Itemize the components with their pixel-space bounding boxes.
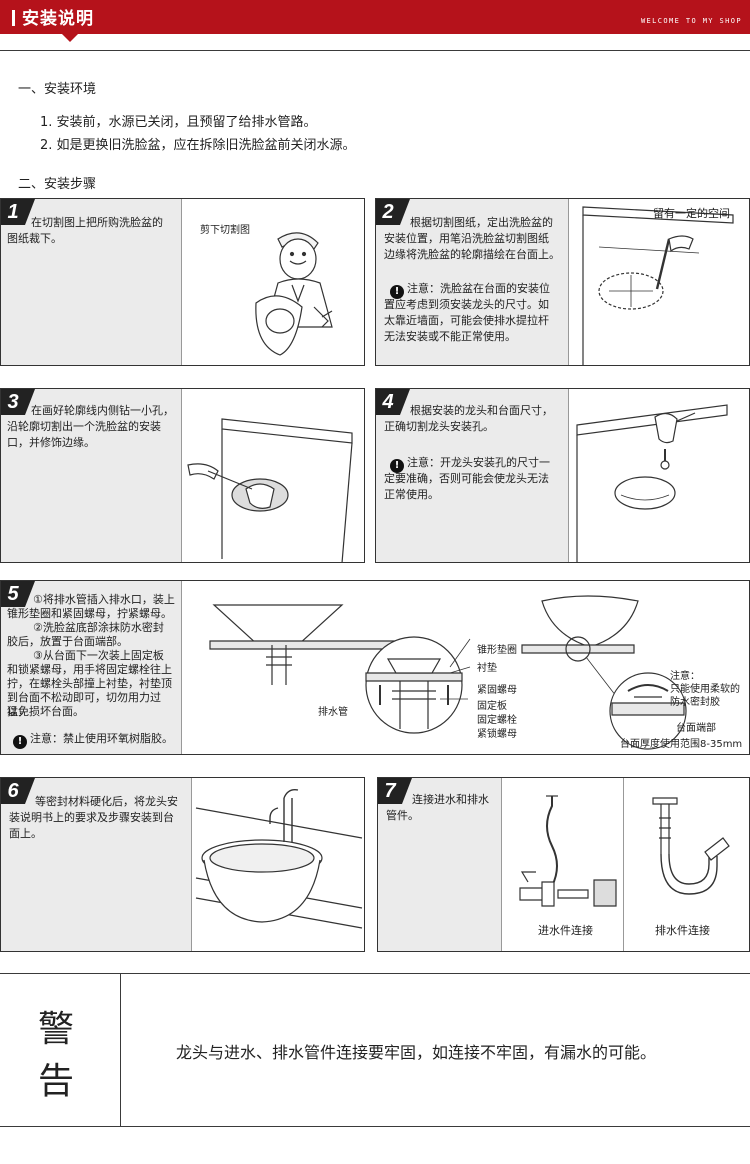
step-7-illustration-outlet: 排水件连接 <box>625 778 749 951</box>
step-2-box: 2 根据切割图纸，定出洗脸盆的 安装位置，用笔沿洗脸盆切割图纸 边缘将洗脸盆的轮… <box>375 198 750 366</box>
page-title: 安装说明 <box>12 4 94 29</box>
step-7-line-1: 连接进水和排水 <box>412 792 489 808</box>
step-6-box: 6 等密封材料硬化后，将龙头安 装说明书上的要求及步骤安装到台 面上。 <box>0 777 365 952</box>
step-7-number: 7 <box>378 778 402 804</box>
warning-bottom-rule <box>0 1126 750 1127</box>
step-5-line-6: 和锁紧螺母，用手将固定螺栓往上 <box>7 663 172 677</box>
label-cone-washer: 锥形垫圈 <box>477 641 517 656</box>
label-liner: 衬垫 <box>477 659 497 674</box>
label-fasten-nut: 紧固螺母 <box>477 681 517 696</box>
step-6-line-1: 等密封材料硬化后，将龙头安 <box>35 794 178 810</box>
warning-top-rule <box>0 973 750 974</box>
step-2-note-4: 无法安装或不能正常使用。 <box>384 329 516 345</box>
step-3-line-1: 在画好轮廓线内侧钻一小孔， <box>31 403 174 419</box>
step-1-number: 1 <box>1 199 25 225</box>
warning-char-1: 警 <box>38 1000 74 1052</box>
step-7-box: 7 连接进水和排水 管件。 进水件连接 <box>377 777 750 952</box>
warning-text: 龙头与进水、排水管件连接要牢固，如连接不牢固，有漏水的可能。 <box>176 1039 656 1063</box>
step-3-illustration <box>182 389 364 562</box>
env-item-1: 1. 安装前，水源已关闭，且预留了给排水管路。 <box>40 111 317 130</box>
step-4-line-2: 正确切割龙头安装孔。 <box>384 419 494 435</box>
step-4-note-1-text: 注意：开龙头安装孔的尺寸一 <box>407 456 550 469</box>
step-4-note-3: 正常使用。 <box>384 487 439 503</box>
step-2-note-2: 置应考虑到须安装龙头的尺寸。如 <box>384 297 549 313</box>
welcome-text: WELCOME TO MY SHOP <box>641 17 742 25</box>
warning-divider <box>120 973 121 1127</box>
step-1-label-cut: 剪下切割图 <box>200 221 250 236</box>
warning-icon: ! <box>13 735 27 749</box>
step-3-line-3: 口，并修饰边缘。 <box>7 435 95 451</box>
steps-heading: 二、安装步骤 <box>18 173 96 192</box>
step-4-text-panel: 4 根据安装的龙头和台面尺寸， 正确切割龙头安装孔。 !注意：开龙头安装孔的尺寸… <box>376 389 569 562</box>
step-1-line-1: 在切割图上把所购洗脸盆的 <box>31 215 163 231</box>
step-5-line-3: ②洗脸盆底部涂抹防水密封 <box>33 621 164 635</box>
label-notice-3: 防水密封胶 <box>670 693 720 708</box>
header-divider <box>0 50 750 51</box>
step-1-text-panel: 1 在切割图上把所购洗脸盆的 图纸裁下。 <box>1 199 182 365</box>
step-7-illustration-inlet: 进水件连接 <box>502 778 624 951</box>
label-thickness: 台面厚度使用范围8-35mm <box>620 735 742 750</box>
step-5-text-panel: 5 ①将排水管插入排水口，装上 锥形垫圈和紧固螺母，拧紧螺母。 ②洗脸盆底部涂抹… <box>1 581 182 754</box>
step-7-line-2: 管件。 <box>386 808 419 824</box>
step-7-label-inlet: 进水件连接 <box>538 922 593 938</box>
env-item-2: 2. 如是更换旧洗脸盆，应在拆除旧洗脸盆前关闭水源。 <box>40 134 356 153</box>
step-7-text-panel: 7 连接进水和排水 管件。 <box>378 778 502 951</box>
step-4-illustration <box>569 389 749 562</box>
step-2-text-panel: 2 根据切割图纸，定出洗脸盆的 安装位置，用笔沿洗脸盆切割图纸 边缘将洗脸盆的轮… <box>376 199 569 365</box>
header-bar: 安装说明 WELCOME TO MY SHOP <box>0 0 750 34</box>
step-2-line-2: 安装位置，用笔沿洗脸盆切割图纸 <box>384 231 549 247</box>
header-notch <box>62 34 78 42</box>
step-6-line-2: 装说明书上的要求及步骤安装到台 <box>9 810 174 826</box>
step-2-note-3: 太靠近墙面，可能会使排水提拉杆 <box>384 313 549 329</box>
step-5-line-7: 拧，在螺栓头部撞上衬垫，衬垫顶 <box>7 677 172 691</box>
step-5-line-9: 以免损坏台面。 <box>7 705 84 719</box>
step-6-text-panel: 6 等密封材料硬化后，将龙头安 装说明书上的要求及步骤安装到台 面上。 <box>1 778 192 951</box>
step-2-number: 2 <box>376 199 400 225</box>
label-drain-pipe: 排水管 <box>318 703 348 718</box>
step-7-label-outlet: 排水件连接 <box>655 922 710 938</box>
step-1-illustration: 剪下切割图 <box>182 199 364 365</box>
label-lock-nut: 紧锁螺母 <box>477 725 517 740</box>
step-6-line-3: 面上。 <box>9 826 42 842</box>
step-5-illustration: 锥形垫圈 衬垫 紧固螺母 固定板 固定螺栓 紧锁螺母 排水管 注意： 只能使用柔… <box>182 581 749 754</box>
step-2-illustration: 留有一定的空间 <box>569 199 749 365</box>
step-6-number: 6 <box>1 778 25 804</box>
step-5-note-text: 注意：禁止使用环氧树脂胶。 <box>30 732 173 745</box>
step-2-label-space: 留有一定的空间 <box>653 205 730 221</box>
warning-char-2: 告 <box>38 1052 74 1104</box>
step-4-number: 4 <box>376 389 400 415</box>
step-5-box: 5 ①将排水管插入排水口，装上 锥形垫圈和紧固螺母，拧紧螺母。 ②洗脸盆底部涂抹… <box>0 580 750 755</box>
step-2-note-1-text: 注意：洗脸盆在台面的安装位 <box>407 282 550 295</box>
label-fix-bolt: 固定螺栓 <box>477 711 517 726</box>
step-4-line-1: 根据安装的龙头和台面尺寸， <box>410 403 553 419</box>
step-4-box: 4 根据安装的龙头和台面尺寸， 正确切割龙头安装孔。 !注意：开龙头安装孔的尺寸… <box>375 388 750 563</box>
label-fix-plate: 固定板 <box>477 697 507 712</box>
step-5-note: !注意：禁止使用环氧树脂胶。 <box>13 731 173 749</box>
step-1-box: 1 在切割图上把所购洗脸盆的 图纸裁下。 剪下切割图 <box>0 198 365 366</box>
step-5-line-2: 锥形垫圈和紧固螺母，拧紧螺母。 <box>7 607 172 621</box>
step-3-box: 3 在画好轮廓线内侧钻一小孔， 沿轮廓切割出一个洗脸盆的安装 口，并修饰边缘。 <box>0 388 365 563</box>
step-2-line-1: 根据切割图纸，定出洗脸盆的 <box>410 215 553 231</box>
step-1-line-2: 图纸裁下。 <box>7 231 62 247</box>
env-heading: 一、安装环境 <box>18 78 96 97</box>
step-6-illustration <box>192 778 364 951</box>
step-3-line-2: 沿轮廓切割出一个洗脸盆的安装 <box>7 419 161 435</box>
step-3-number: 3 <box>1 389 25 415</box>
step-5-number: 5 <box>1 581 25 607</box>
step-4-note-2: 定要准确，否则可能会使龙头无法 <box>384 471 549 487</box>
step-5-line-5: ③从台面下一次装上固定板 <box>33 649 164 663</box>
step-5-line-4: 胶后，放置于台面端部。 <box>7 635 128 649</box>
step-2-line-3: 边缘将洗脸盆的轮廓描绘在台面上。 <box>384 247 560 263</box>
step-3-text-panel: 3 在画好轮廓线内侧钻一小孔， 沿轮廓切割出一个洗脸盆的安装 口，并修饰边缘。 <box>1 389 182 562</box>
step-5-line-1: ①将排水管插入排水口，装上 <box>33 593 175 607</box>
label-counter-end: 台面端部 <box>676 719 716 734</box>
